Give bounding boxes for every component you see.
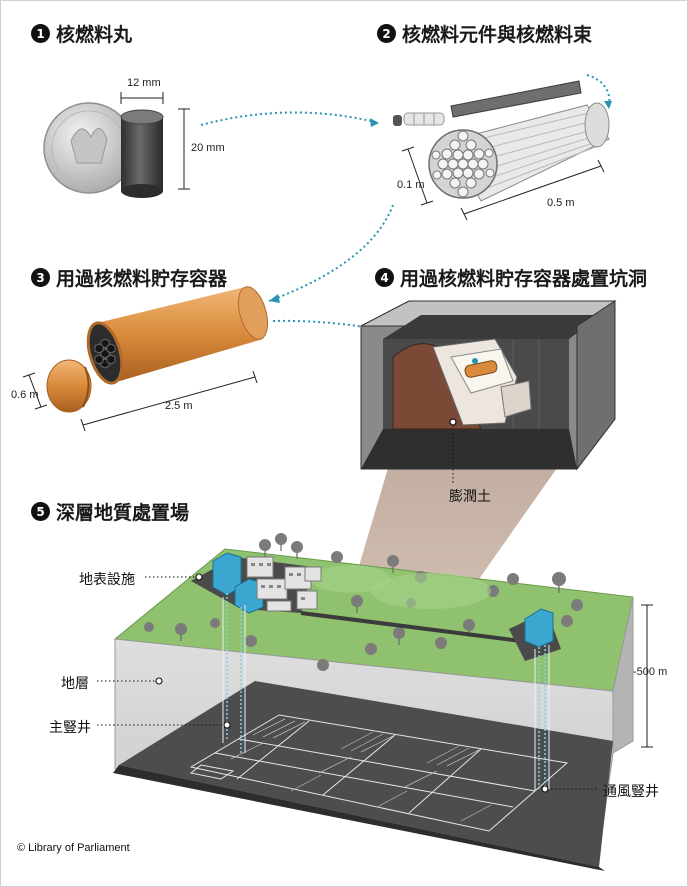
pellet-diameter-label: 12 mm — [127, 77, 161, 89]
step-number-5: 5 — [31, 502, 50, 521]
step-title-1: 核燃料丸 — [56, 24, 133, 46]
bentonite-label: 膨潤土 — [449, 489, 491, 505]
credit-text: © Library of Parliament — [17, 842, 130, 854]
trees — [144, 533, 583, 671]
shafts — [226, 593, 546, 791]
fuel-rod — [393, 80, 582, 126]
step-number-3: 3 — [31, 268, 50, 287]
step-heading-5: 5 深層地質處置場 — [31, 498, 189, 525]
pellet-dimension-lines — [120, 92, 190, 190]
arrow-bundle-to-container — [268, 204, 394, 303]
step-heading-1: 1 核燃料丸 — [31, 20, 132, 47]
bundle-length-label: 0.5 m — [547, 197, 575, 209]
coin — [43, 102, 135, 194]
step-number-2: 2 — [377, 24, 396, 43]
bundle-dimension-lines — [401, 146, 605, 221]
pellet-height-label: 20 mm — [191, 142, 225, 154]
step-heading-3: 3 用過核燃料貯存容器 — [31, 264, 227, 291]
bentonite-leader — [449, 418, 457, 485]
container-diameter-label: 0.6 m — [11, 389, 39, 401]
vent-shaft-label: 通風豎井 — [603, 784, 659, 800]
shaft-outlines — [222, 597, 550, 791]
leaders — [97, 573, 599, 793]
step-title-2: 核燃料元件與核燃料束 — [402, 24, 593, 46]
step-title-5: 深層地質處置場 — [56, 502, 190, 524]
main-shaft-label: 主豎井 — [49, 720, 91, 736]
bundle-diameter-label: 0.1 m — [397, 179, 425, 191]
storage-container — [46, 286, 269, 413]
arrow-pellet-to-bundle — [200, 111, 380, 127]
step-title-4: 用過核燃料貯存容器處置坑洞 — [400, 268, 648, 290]
strata-label: 地層 — [61, 676, 89, 692]
step-heading-2: 2 核燃料元件與核燃料束 — [377, 20, 592, 47]
depth-dimension — [641, 604, 653, 748]
step-number-4: 4 — [375, 268, 394, 287]
step-heading-4: 4 用過核燃料貯存容器處置坑洞 — [375, 264, 647, 291]
disposal-pit — [360, 300, 617, 471]
step-title-3: 用過核燃料貯存容器 — [56, 268, 228, 290]
step-number-1: 1 — [31, 24, 50, 43]
fuel-pellet — [120, 109, 164, 198]
container-length-label: 2.5 m — [165, 400, 193, 412]
depth-label: -500 m — [633, 666, 668, 678]
repository-block — [113, 548, 634, 871]
surface-facility-label: 地表設施 — [79, 572, 135, 588]
fuel-bundle — [428, 102, 610, 202]
container-dimension-lines — [22, 370, 258, 432]
tunnel-grid — [189, 714, 569, 832]
surface-buildings — [212, 552, 554, 648]
arrow-rod-to-bundle — [586, 74, 612, 110]
tunnel-hatching — [230, 718, 492, 822]
